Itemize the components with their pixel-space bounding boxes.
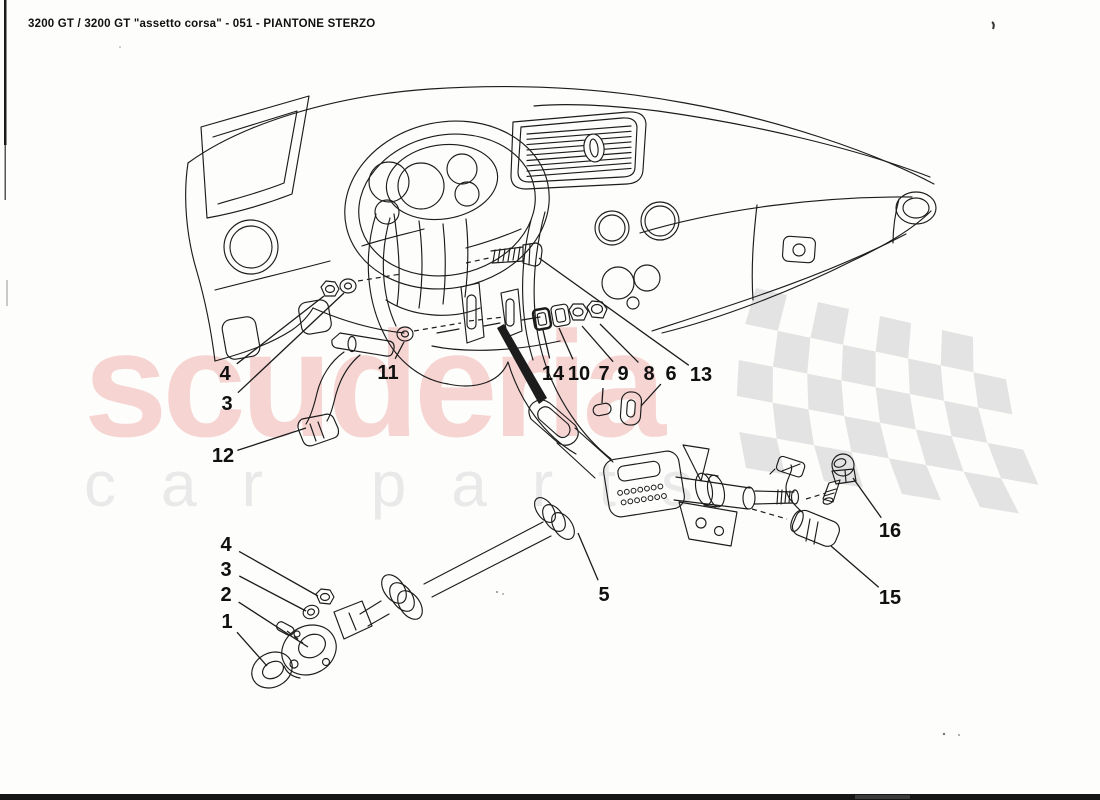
- vent-grille-line: [526, 125, 632, 135]
- vent-grille-line: [526, 136, 632, 146]
- vent-grille-line: [526, 151, 632, 162]
- leader-line-7: [601, 387, 604, 404]
- leader-line-1: [236, 631, 268, 667]
- part-label-9: 9: [617, 363, 628, 385]
- keypad-dot: [620, 499, 627, 506]
- leader-line-5: [577, 532, 599, 581]
- flag-cell: [736, 360, 773, 403]
- leader-line-3: [237, 292, 345, 394]
- flag-cell: [739, 432, 785, 475]
- flag-cell: [875, 316, 911, 359]
- part-label-3: 3: [221, 393, 232, 415]
- flag-cell: [940, 330, 974, 373]
- keypad-dot: [623, 488, 630, 495]
- watermark-brand: scuderia: [84, 300, 668, 468]
- checkered-flag-watermark: [736, 288, 1039, 514]
- leader-line-12: [237, 427, 307, 452]
- flag-cell: [745, 288, 787, 331]
- page-title: 3200 GT / 3200 GT "assetto corsa" - 051 …: [28, 18, 376, 30]
- keypad-dot: [644, 485, 650, 492]
- part-label-6: 6: [665, 363, 676, 385]
- steering-column-assembly: [251, 399, 857, 689]
- flag-cell: [944, 400, 988, 443]
- leader-line-8: [599, 323, 639, 363]
- keypad-dot: [634, 497, 640, 504]
- vent-grille-line: [526, 157, 632, 167]
- part-label-3: 3: [220, 559, 231, 581]
- part-label-5: 5: [598, 584, 609, 606]
- vent-grille-line: [526, 167, 632, 177]
- part-label-11: 11: [377, 362, 398, 384]
- leader-line-13: [538, 257, 690, 366]
- flag-cell: [987, 442, 1039, 485]
- leader-line-15: [830, 545, 880, 588]
- flag-cell: [908, 358, 944, 401]
- watermark-tagline: car parts: [84, 448, 738, 520]
- keypad-dot: [647, 495, 654, 502]
- keypad-dot: [627, 498, 634, 505]
- keypad-dot: [654, 494, 661, 500]
- flag-cell: [773, 330, 811, 374]
- keypad-dot: [650, 484, 657, 491]
- flag-cell: [888, 458, 941, 501]
- keypad-dot: [661, 493, 667, 499]
- keypad-dot: [630, 487, 637, 494]
- assembly-dashed-lines: [286, 257, 827, 644]
- part-label-14: 14: [542, 363, 565, 385]
- vent-grille-line: [526, 146, 632, 156]
- leader-line-2: [238, 601, 309, 648]
- upper-fasteners: [297, 242, 643, 447]
- part-label-12: 12: [212, 445, 234, 467]
- leader-line-3: [238, 575, 307, 612]
- flag-cell: [814, 445, 863, 488]
- keypad-dot: [637, 486, 644, 493]
- part-label-10: 10: [568, 363, 590, 385]
- keypad-dot: [640, 496, 647, 503]
- flag-cell: [810, 302, 849, 345]
- leader-line-14: [542, 329, 551, 359]
- vent-grille-line: [526, 162, 632, 172]
- dashboard-drawing: [185, 85, 937, 460]
- flag-cell: [772, 402, 814, 446]
- part-label-16: 16: [879, 520, 901, 542]
- part-label-15: 15: [879, 587, 901, 609]
- part-label-2: 2: [220, 584, 231, 606]
- part-label-4: 4: [219, 363, 231, 385]
- vent-grille-line: [526, 130, 632, 140]
- part-label-1: 1: [221, 611, 232, 633]
- keypad-dot: [617, 489, 623, 496]
- flag-cell: [807, 373, 845, 417]
- part-label-7: 7: [598, 363, 609, 385]
- flag-cell: [963, 471, 1019, 514]
- leader-line-4: [236, 295, 325, 365]
- leader-line-10: [558, 327, 574, 360]
- leader-line-4: [238, 550, 319, 597]
- flag-cell: [915, 429, 964, 472]
- part-label-8: 8: [643, 363, 654, 385]
- leader-line-6: [640, 383, 662, 407]
- flag-cell: [841, 344, 876, 388]
- part-label-4: 4: [220, 534, 232, 556]
- leader-line-9: [581, 325, 614, 363]
- keypad-dot: [657, 483, 664, 490]
- leader-line-16: [852, 477, 882, 519]
- part-label-13: 13: [690, 364, 712, 386]
- vent-grille-line: [526, 141, 632, 151]
- flag-cell: [973, 372, 1013, 415]
- leader-line-11: [394, 341, 405, 360]
- flag-cell: [844, 416, 889, 459]
- flag-cell: [875, 387, 916, 430]
